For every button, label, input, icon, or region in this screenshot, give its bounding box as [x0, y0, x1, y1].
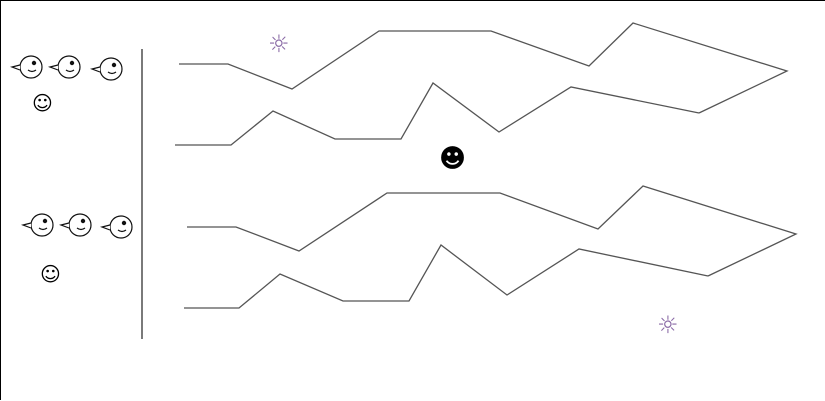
bird-group-top	[12, 56, 122, 80]
track-path-3	[187, 186, 796, 276]
track-path-4	[184, 245, 708, 308]
smiley-icon[interactable]: ☺	[32, 93, 53, 113]
player-smiley-icon[interactable]: ☻	[439, 146, 466, 172]
bird-icon[interactable]	[92, 58, 122, 80]
bird-group-bottom	[23, 214, 132, 238]
track-path-2	[175, 83, 699, 145]
bird-icon[interactable]	[102, 216, 132, 238]
bird-icon[interactable]	[61, 214, 91, 236]
sun-icon[interactable]: ☼	[657, 313, 679, 337]
bird-icon[interactable]	[23, 214, 53, 236]
smiley-icon[interactable]: ☺	[40, 264, 61, 284]
bird-icon[interactable]	[50, 56, 80, 78]
sun-icon[interactable]: ☼	[268, 32, 290, 56]
bird-icon[interactable]	[12, 56, 42, 78]
